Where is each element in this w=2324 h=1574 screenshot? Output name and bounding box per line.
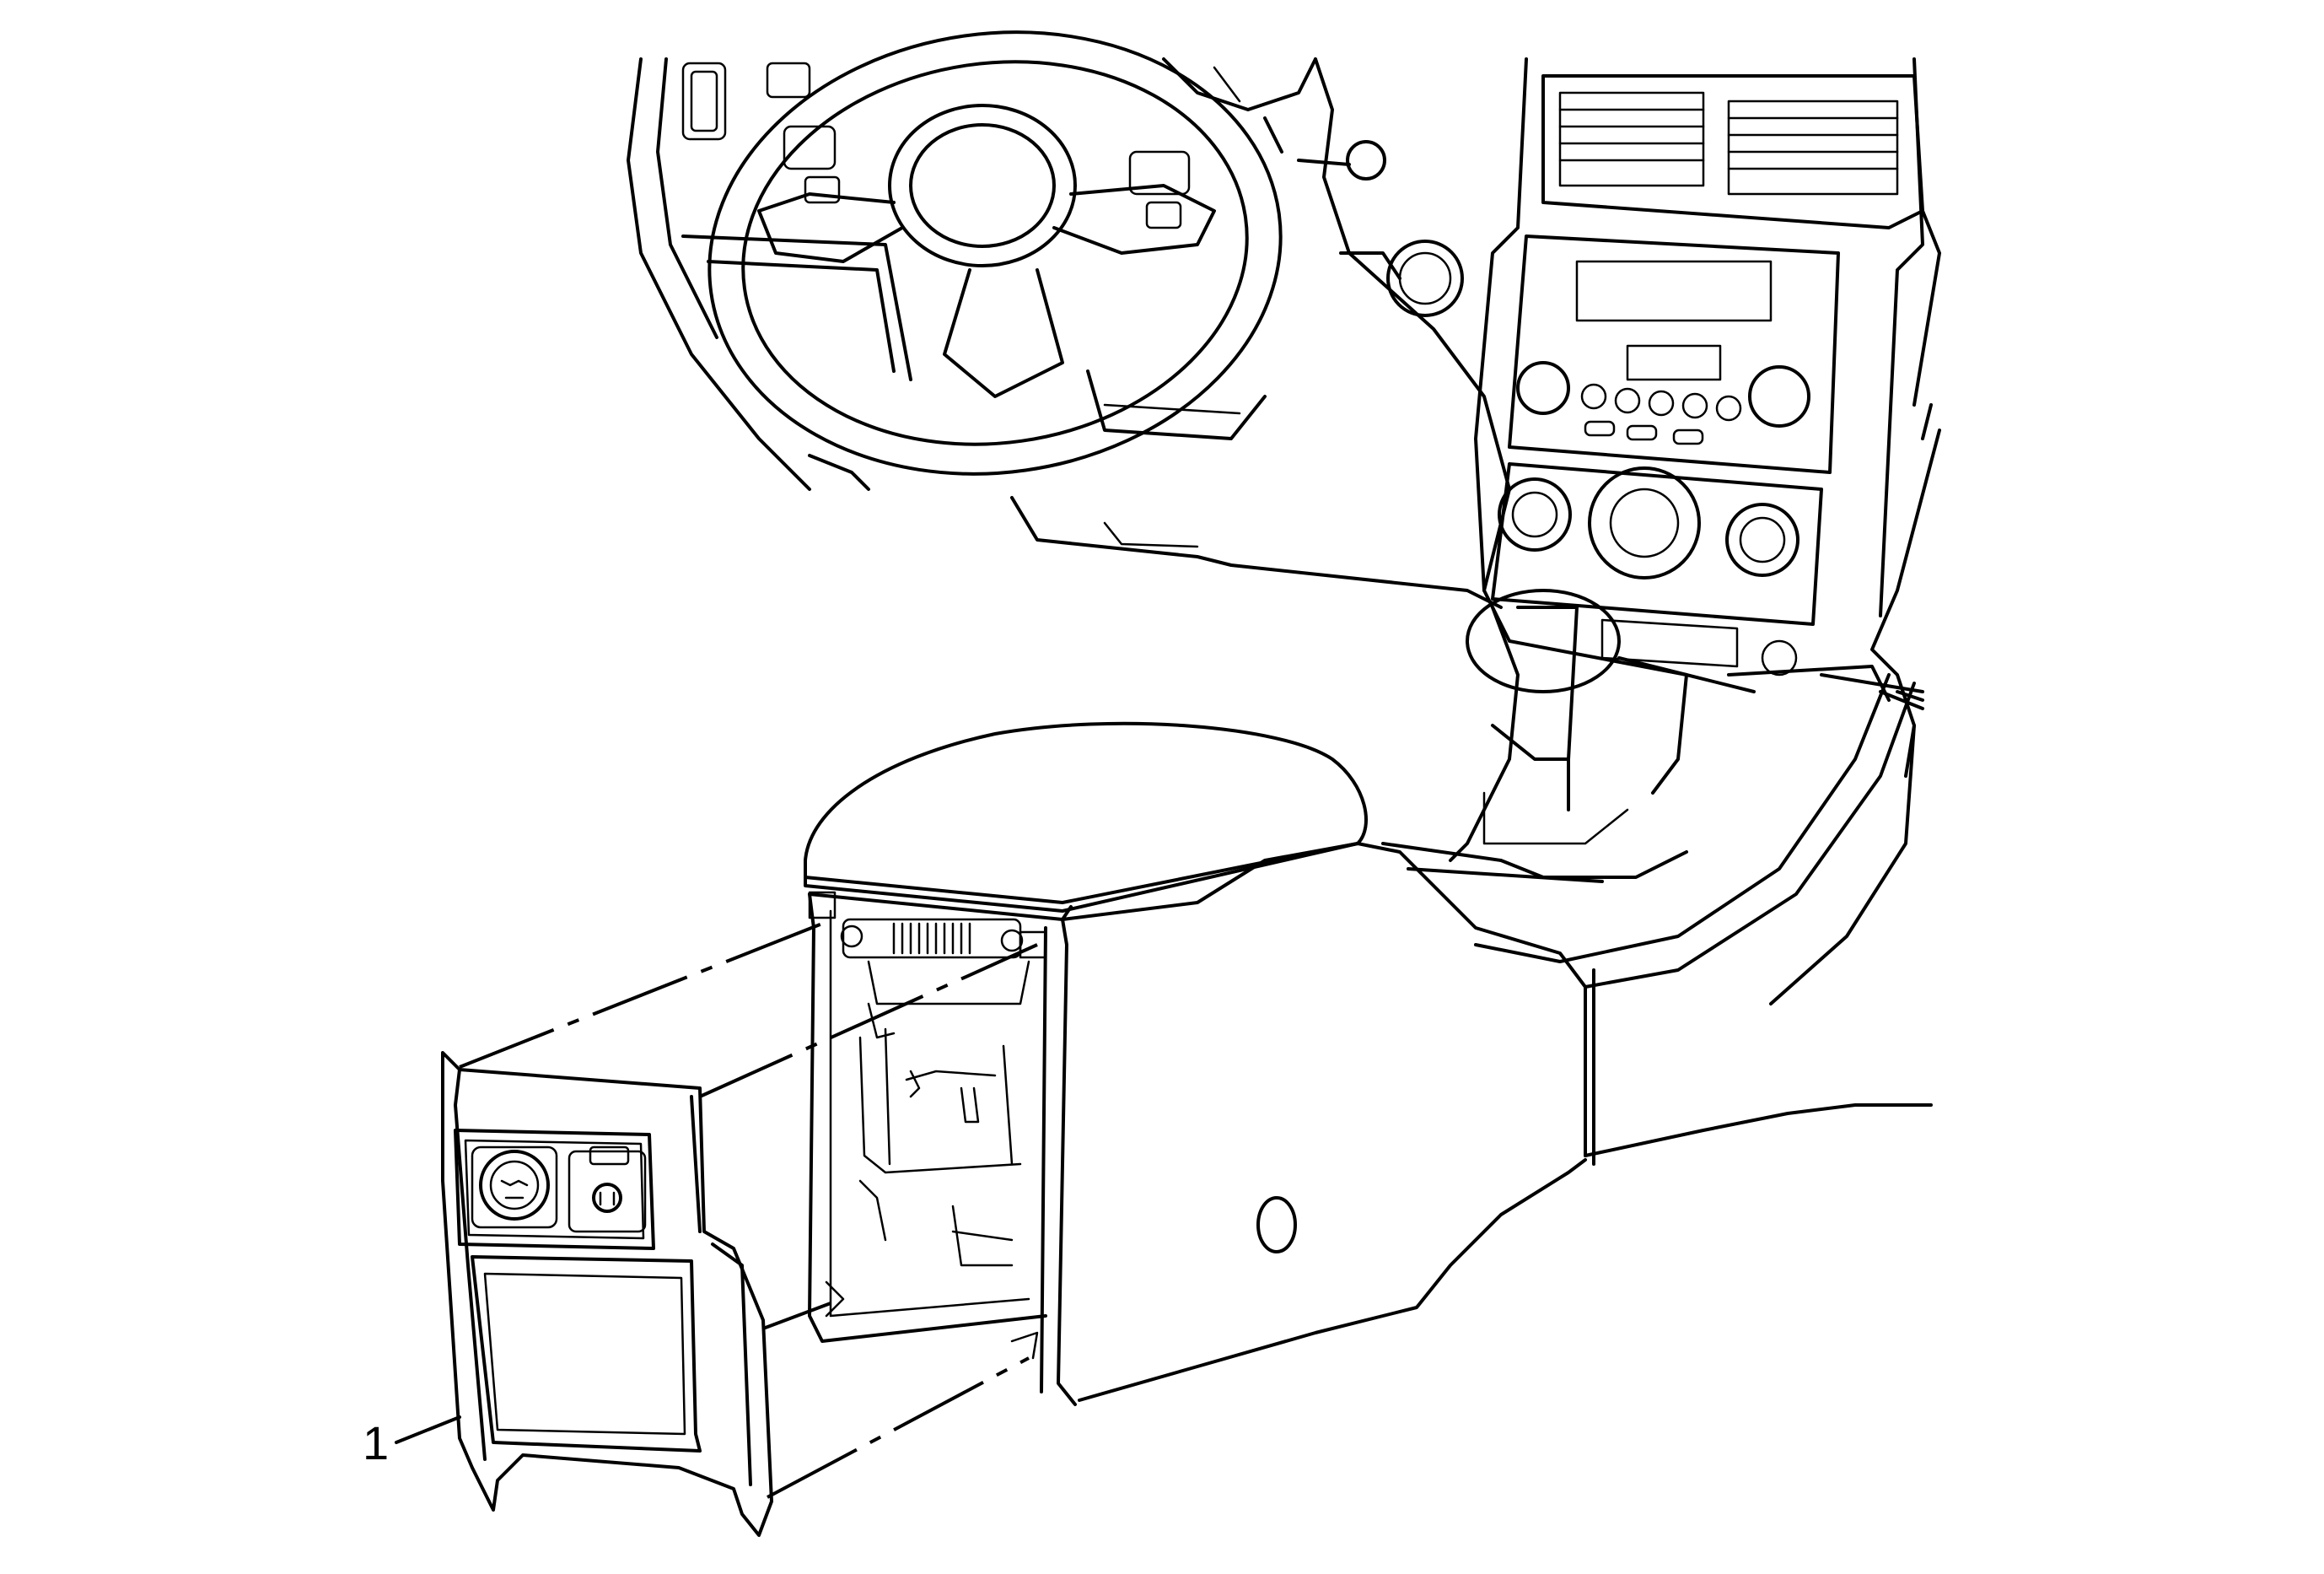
callout-1: 1	[363, 1415, 461, 1469]
radio-tune-knob	[1748, 365, 1810, 428]
alignment-lines	[459, 922, 1038, 1499]
outlet-bezel	[454, 1129, 655, 1250]
storage-pocket	[471, 1255, 702, 1453]
radio-unit	[1508, 234, 1840, 474]
console-rear-opening	[808, 891, 1047, 1360]
steering-wheel-icon	[707, 30, 1283, 476]
hvac-temp-knob	[1725, 503, 1799, 577]
aux-input-jack-icon	[592, 1183, 622, 1213]
floor-console	[804, 589, 1933, 1406]
gear-shifter-icon	[1466, 589, 1621, 693]
armrest-lid	[804, 721, 1368, 913]
gauge-cluster-hood	[1162, 57, 1464, 317]
center-stack	[1474, 57, 1924, 693]
hvac-control-panel	[1491, 462, 1823, 626]
hvac-fan-knob	[1498, 477, 1572, 552]
console-rear-trim-panel	[441, 1051, 773, 1537]
hvac-mode-knob	[1588, 466, 1701, 579]
callout-1-label: 1	[363, 1416, 389, 1469]
console-side-plug	[1256, 1196, 1297, 1253]
power-outlet-icon	[479, 1150, 550, 1221]
radio-volume-knob	[1516, 361, 1570, 415]
